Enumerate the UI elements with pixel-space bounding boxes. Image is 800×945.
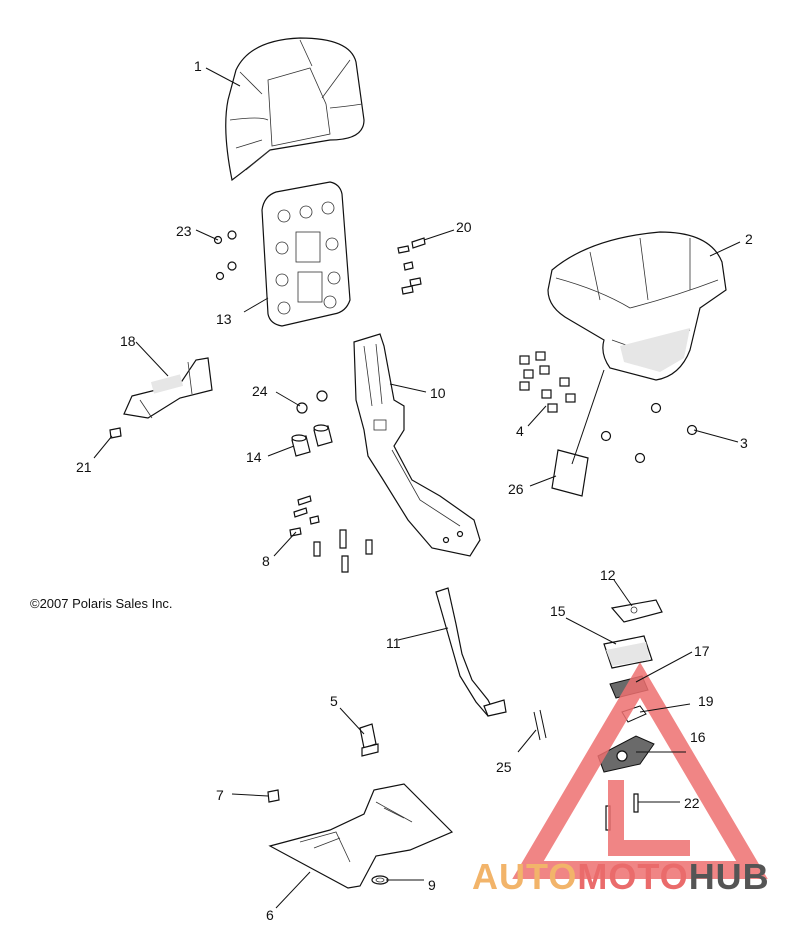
backrest-cushion — [225, 37, 365, 182]
callout-15: 15 — [550, 603, 566, 619]
callout-18: 18 — [120, 333, 136, 349]
seat-cushion — [547, 231, 727, 381]
leader-lines — [93, 67, 741, 909]
callout-7: 7 — [216, 787, 224, 803]
watermark-moto: MOTO — [577, 856, 689, 897]
callout-22: 22 — [684, 795, 700, 811]
callout-20: 20 — [456, 219, 472, 235]
cable-ties-25 — [533, 709, 547, 741]
callout-19: 19 — [698, 693, 714, 709]
pad-12 — [610, 599, 663, 623]
callout-17: 17 — [694, 643, 710, 659]
watermark-hub: HUB — [688, 856, 770, 897]
hardware-screws-20 — [397, 237, 426, 295]
screw-21 — [109, 427, 122, 439]
latch-base-16 — [597, 735, 655, 773]
callout-8: 8 — [262, 553, 270, 569]
callout-2: 2 — [745, 231, 753, 247]
callout-25: 25 — [496, 759, 512, 775]
grommet-9 — [371, 875, 389, 885]
callout-23: 23 — [176, 223, 192, 239]
callout-11: 11 — [386, 635, 401, 651]
label-decal-26 — [551, 449, 589, 497]
bracket-18 — [123, 357, 213, 419]
callout-16: 16 — [690, 729, 706, 745]
nuts-3 — [600, 402, 698, 464]
callout-5: 5 — [330, 693, 338, 709]
seat-frame-10 — [353, 333, 481, 557]
callout-12: 12 — [600, 567, 616, 583]
base-plate-6 — [268, 783, 454, 889]
rod-11 — [435, 587, 507, 717]
screws-8 — [289, 495, 373, 573]
callout-13: 13 — [216, 311, 232, 327]
callout-6: 6 — [266, 907, 274, 923]
callout-9: 9 — [428, 877, 436, 893]
fitting-5 — [359, 723, 379, 757]
automotohub-logo-icon — [512, 662, 768, 879]
nut-cluster-4 — [519, 351, 576, 413]
copyright-notice: ©2007 Polaris Sales Inc. — [30, 596, 173, 611]
watermark-auto: AUTO — [472, 856, 578, 897]
latch-cover-15 — [603, 635, 653, 669]
nuts-24 — [296, 390, 328, 414]
bolt-7 — [267, 789, 280, 803]
bumpers-14 — [291, 424, 333, 457]
callout-4: 4 — [516, 423, 524, 439]
hardware-nuts-23 — [213, 230, 237, 281]
callout-1: 1 — [194, 58, 202, 74]
callout-labels: 1 2 3 4 5 6 7 8 9 10 11 12 13 14 15 16 1… — [76, 58, 753, 923]
callout-26: 26 — [508, 481, 524, 497]
back-plate — [261, 181, 351, 327]
watermark-text: AUTOMOTOHUB — [472, 856, 770, 898]
callout-3: 3 — [740, 435, 748, 451]
callout-10: 10 — [430, 385, 446, 401]
callout-14: 14 — [246, 449, 262, 465]
callout-21: 21 — [76, 459, 92, 475]
callout-24: 24 — [252, 383, 268, 399]
